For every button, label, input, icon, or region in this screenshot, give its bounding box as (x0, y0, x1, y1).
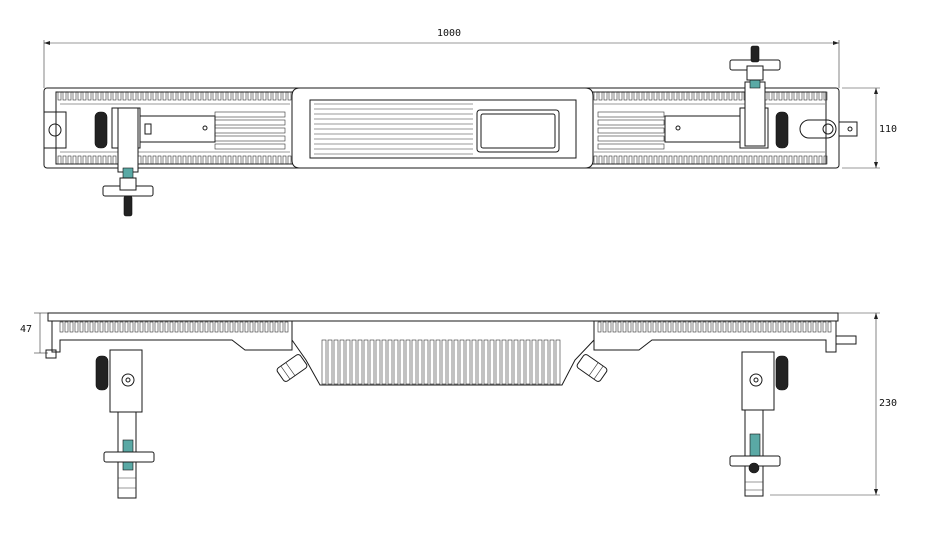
left-end-plate (43, 111, 67, 149)
left-knob-side (95, 355, 109, 391)
left-clamp-side (95, 349, 155, 499)
cooling-ribs-top (57, 91, 828, 165)
width-dimension: 1000 (43, 28, 840, 88)
right-knob-side (775, 355, 789, 391)
side-view: 47 230 (20, 312, 897, 499)
width-label: 1000 (437, 28, 461, 39)
height-label-top: 110 (879, 124, 897, 135)
height-dimension-side: 47 (20, 312, 48, 354)
height-label-side: 47 (20, 324, 32, 335)
depth-dimension: 230 (770, 312, 897, 496)
top-view: 1000 110 (43, 28, 897, 217)
center-housing-top (291, 87, 594, 169)
mount-tab (838, 121, 858, 137)
depth-label: 230 (879, 398, 897, 409)
right-clamp-top (729, 45, 781, 147)
right-knob-top (775, 111, 789, 149)
height-dimension-top: 110 (842, 87, 897, 169)
left-knob-top (94, 111, 108, 149)
display-panel (476, 109, 560, 153)
left-clamp-top (102, 107, 154, 217)
center-housing-side (276, 320, 608, 386)
fixture-body-side (47, 312, 839, 322)
right-clamp-side (729, 351, 789, 497)
